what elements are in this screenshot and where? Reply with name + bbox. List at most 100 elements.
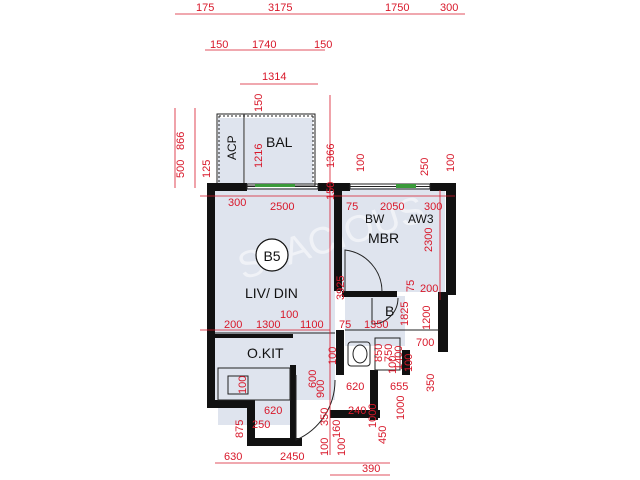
dim-low-1000b: 1000 bbox=[367, 404, 379, 428]
wall-kitchen-right bbox=[290, 365, 296, 445]
room-okit: O.KIT bbox=[247, 345, 284, 361]
room-acp: ACP bbox=[225, 135, 239, 160]
dim-mid-1100: 1100 bbox=[300, 319, 324, 331]
dim-low-100b: 100 bbox=[387, 356, 399, 374]
dim-left-125: 125 bbox=[201, 160, 213, 178]
unit-badge bbox=[255, 238, 289, 272]
dim-low-1400: 1400 bbox=[393, 346, 405, 370]
dim-top-3175: 3175 bbox=[268, 2, 292, 14]
dim-v-100a: 100 bbox=[355, 154, 367, 172]
dim-bath-1200: 1200 bbox=[421, 306, 433, 330]
dim-mid-200: 200 bbox=[224, 319, 242, 331]
dim-mid-100: 100 bbox=[280, 309, 298, 321]
dim-inner-2050: 2050 bbox=[380, 201, 404, 213]
dim-inner-75: 75 bbox=[346, 201, 358, 213]
dim-top-300: 300 bbox=[440, 2, 458, 14]
mbr-door-swing bbox=[344, 249, 383, 293]
dim-inner-2500: 2500 bbox=[270, 201, 294, 213]
bal-window-mark bbox=[255, 184, 295, 187]
label-aw3: AW3 bbox=[408, 212, 434, 226]
dim-kit-250: 250 bbox=[252, 419, 270, 431]
wall-top-right bbox=[430, 183, 452, 191]
dim-v-100b: 100 bbox=[445, 154, 457, 172]
dim-mid-1300: 1300 bbox=[256, 319, 280, 331]
wall-kitchen-step bbox=[247, 400, 255, 445]
dim-low-100a: 100 bbox=[327, 347, 339, 365]
dim-bath-200: 200 bbox=[420, 283, 438, 295]
wall-bath-right bbox=[402, 350, 410, 375]
dim-bath-75: 75 bbox=[405, 280, 417, 292]
dim-bot-100a: 100 bbox=[319, 438, 331, 456]
wall-right-lower bbox=[438, 292, 448, 352]
bath-wc bbox=[352, 344, 368, 364]
entry-door-swing bbox=[295, 375, 336, 441]
dim-low-900: 900 bbox=[315, 380, 327, 398]
dim-low-1000a: 1000 bbox=[395, 396, 407, 420]
balcony-floor bbox=[245, 118, 313, 184]
dim-bath-1825: 1825 bbox=[399, 302, 411, 326]
dim-bot-2450: 2450 bbox=[280, 451, 304, 463]
kitchen-floor bbox=[218, 335, 293, 425]
dim-low-350a: 350 bbox=[425, 374, 437, 392]
dim-v-1216: 1216 bbox=[253, 144, 265, 168]
kitchen-counter bbox=[217, 367, 291, 401]
dim-mid-1350: 1350 bbox=[364, 319, 388, 331]
dim-mbr-2300: 2300 bbox=[423, 228, 435, 252]
dim-low-450: 450 bbox=[377, 426, 389, 444]
room-liv-din: LIV/ DIN bbox=[245, 285, 298, 301]
dim-inner-300b: 300 bbox=[424, 201, 442, 213]
kitchen-sink bbox=[227, 375, 249, 395]
dim-bot-100b: 100 bbox=[336, 438, 348, 456]
dim-low-240: 240 bbox=[348, 405, 366, 417]
dim-v-150: 150 bbox=[253, 94, 265, 112]
dim-bot-630: 630 bbox=[224, 451, 242, 463]
wall-kitchen-bottom bbox=[207, 400, 247, 408]
dim-low-620: 620 bbox=[346, 381, 364, 393]
wall-lower-right2 bbox=[330, 410, 380, 418]
dim-bot-350: 350 bbox=[319, 408, 331, 426]
dim-low-160: 160 bbox=[331, 420, 343, 438]
room-bath: B bbox=[385, 303, 394, 319]
dim-kit-875: 875 bbox=[234, 420, 246, 438]
dim-low-600: 600 bbox=[307, 370, 319, 388]
label-bw: BW bbox=[365, 212, 385, 226]
dim-kit-620: 620 bbox=[264, 405, 282, 417]
dim-bal-width: 1314 bbox=[262, 71, 286, 83]
bath-door-swing bbox=[371, 297, 399, 325]
dim-kit-100: 100 bbox=[237, 376, 249, 394]
dim-bot-390: 390 bbox=[362, 463, 380, 475]
wall-kitchen-top bbox=[215, 334, 293, 338]
dim-top-1750: 1750 bbox=[385, 2, 409, 14]
dim-2nd-150a: 150 bbox=[210, 39, 228, 51]
dim-bath-700: 700 bbox=[416, 337, 434, 349]
dim-2nd-1740: 1740 bbox=[252, 39, 276, 51]
wall-right bbox=[446, 183, 456, 295]
wall-bottom bbox=[247, 438, 302, 446]
dim-low-850: 850 bbox=[373, 344, 385, 362]
dim-2nd-150b: 150 bbox=[314, 39, 332, 51]
dim-v-150b: 150 bbox=[325, 182, 337, 200]
dim-left-500: 500 bbox=[175, 160, 187, 178]
room-bal: BAL bbox=[266, 134, 293, 150]
dim-mid-75: 75 bbox=[339, 319, 351, 331]
dim-main-3925: 3925 bbox=[335, 276, 347, 300]
wall-left bbox=[207, 183, 215, 405]
dim-low-100c: 100 bbox=[403, 354, 415, 372]
wall-lower-right bbox=[370, 370, 378, 420]
mbr-floor bbox=[340, 188, 445, 292]
unit-badge-text: B5 bbox=[263, 248, 280, 264]
wall-bath-left bbox=[336, 330, 344, 375]
wall-mbr-left bbox=[334, 183, 342, 291]
room-mbr: MBR bbox=[368, 230, 399, 246]
dim-top-175: 175 bbox=[196, 2, 214, 14]
acp-floor bbox=[218, 118, 244, 184]
wall-mbr-bottom bbox=[342, 291, 397, 297]
bath-shower bbox=[374, 337, 401, 371]
dim-v-250: 250 bbox=[419, 158, 431, 176]
dim-v-1366: 1366 bbox=[325, 144, 337, 168]
dim-low-655: 655 bbox=[390, 381, 408, 393]
aw3-window-mark bbox=[396, 184, 416, 188]
bath-basin bbox=[347, 341, 371, 367]
wall-top-left bbox=[207, 183, 247, 191]
